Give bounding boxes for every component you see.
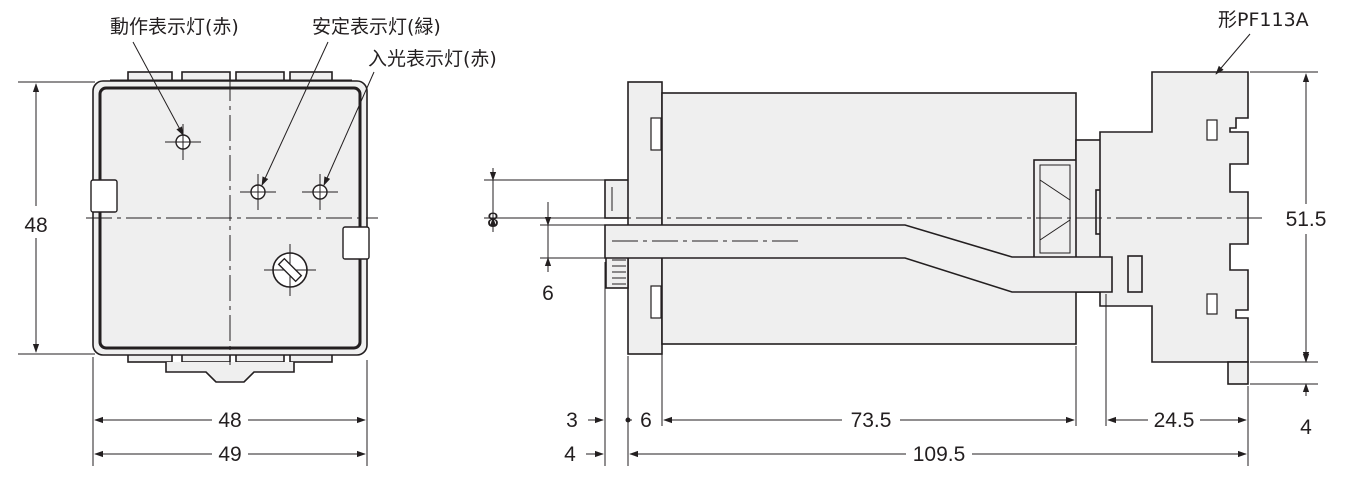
socket-pf113a (1099, 71, 1249, 363)
operation-indicator-label: 動作表示灯(赤) (110, 16, 239, 38)
dimension-6-horizontal: 6 (640, 409, 652, 432)
dimension-51-5: 51.5 (1286, 208, 1327, 231)
dimension-4-vertical: 4 (1300, 416, 1312, 439)
dimension-109-5: 109.5 (913, 443, 966, 466)
left-tab (90, 179, 118, 213)
dimension-8: 8 (487, 209, 499, 232)
light-indicator-icon (302, 174, 338, 210)
dimension-24-5: 24.5 (1154, 409, 1195, 432)
light-indicator-label: 入光表示灯(赤) (368, 48, 497, 70)
dimension-3: 3 (566, 409, 578, 432)
dimension-4-horizontal: 4 (564, 443, 576, 466)
side-view: 形PF113A 8 6 51.5 4 (484, 9, 1326, 466)
stability-indicator-label: 安定表示灯(緑) (312, 16, 441, 38)
dimension-6-vertical: 6 (542, 282, 554, 305)
rear-connector (1033, 159, 1079, 259)
lens-stub (604, 179, 630, 219)
right-tab (342, 226, 370, 260)
socket-model-label: 形PF113A (1218, 9, 1309, 31)
front-height-dimension: 48 (24, 214, 47, 237)
dimension-73-5: 73.5 (851, 409, 892, 432)
sensitivity-knob-icon (264, 244, 316, 296)
front-outer-width-dimension: 49 (218, 443, 241, 466)
front-view: 動作表示灯(赤) 安定表示灯(緑) 入光表示灯(赤) 48 48 49 (18, 16, 497, 466)
shaft-strip (604, 224, 1113, 293)
front-inner-width-dimension: 48 (218, 409, 241, 432)
stability-indicator-icon (240, 174, 276, 210)
mounting-foot (165, 362, 295, 383)
